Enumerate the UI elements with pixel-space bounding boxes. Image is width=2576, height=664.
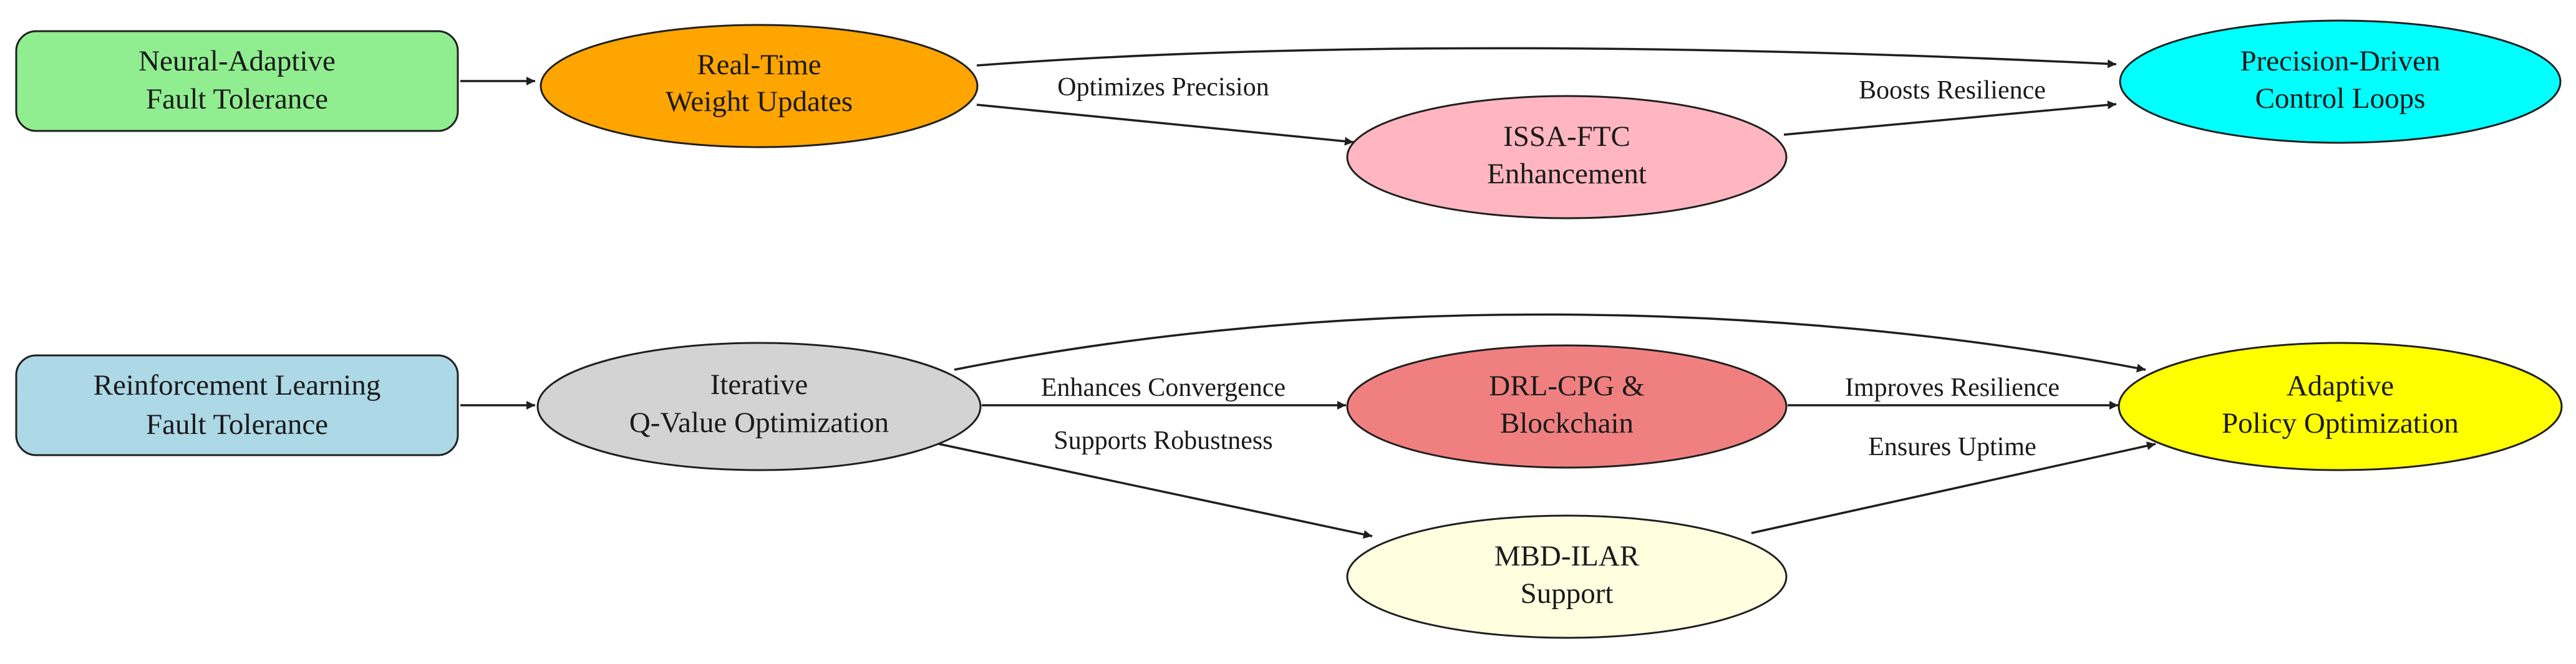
node-real-time-shape <box>540 24 979 148</box>
node-drl-cpg-shape <box>1346 344 1788 469</box>
nodes: Neural-Adaptive Fault Tolerance Real-Tim… <box>15 19 2563 639</box>
node-real-time-line2: Weight Updates <box>666 85 853 118</box>
node-adaptive-policy-shape <box>2118 342 2563 471</box>
node-reinforcement-line2: Fault Tolerance <box>146 408 328 441</box>
edge-mbdilar-to-adaptive <box>1751 441 2156 534</box>
node-drl-cpg[interactable]: DRL-CPG & Blockchain <box>1346 344 1788 469</box>
edge-label-optimizes-precision: Optimizes Precision <box>1057 73 1269 102</box>
node-iterative-line1: Iterative <box>710 368 808 401</box>
edge-iterative-to-mbdilar <box>938 443 1373 539</box>
node-precision-driven-line1: Precision-Driven <box>2240 45 2440 77</box>
node-issa-ftc-line2: Enhancement <box>1487 158 1647 190</box>
node-iterative[interactable]: Iterative Q-Value Optimization <box>536 342 982 471</box>
node-iterative-line2: Q-Value Optimization <box>629 407 889 439</box>
edge-label-supports-robustness: Supports Robustness <box>1053 426 1272 455</box>
node-mbd-ilar-line2: Support <box>1521 577 1614 610</box>
node-iterative-shape <box>536 342 982 471</box>
edges <box>460 47 2156 539</box>
node-drl-cpg-line2: Blockchain <box>1500 407 1634 440</box>
edge-label-improves-resilience: Improves Resilience <box>1845 373 2060 402</box>
node-real-time[interactable]: Real-Time Weight Updates <box>540 24 979 148</box>
edge-label-enhances-convergence: Enhances Convergence <box>1041 373 1286 402</box>
edge-realtime-to-issa <box>976 103 1354 146</box>
node-neural-adaptive-line2: Fault Tolerance <box>146 83 328 115</box>
edge-issa-to-precision <box>1783 100 2117 136</box>
node-neural-adaptive-line1: Neural-Adaptive <box>138 45 336 77</box>
node-reinforcement-shape <box>15 354 459 456</box>
node-adaptive-policy-line2: Policy Optimization <box>2222 407 2459 440</box>
node-precision-driven-line2: Control Loops <box>2255 82 2426 115</box>
node-adaptive-policy[interactable]: Adaptive Policy Optimization <box>2118 342 2563 471</box>
node-issa-ftc[interactable]: ISSA-FTC Enhancement <box>1346 95 1788 219</box>
node-neural-adaptive[interactable]: Neural-Adaptive Fault Tolerance <box>15 30 459 132</box>
edge-realtime-to-precision <box>976 47 2117 69</box>
node-reinforcement[interactable]: Reinforcement Learning Fault Tolerance <box>15 354 459 456</box>
node-adaptive-policy-line1: Adaptive <box>2287 370 2394 402</box>
node-mbd-ilar-line1: MBD-ILAR <box>1494 540 1640 572</box>
node-real-time-line1: Real-Time <box>697 49 821 81</box>
edge-iterative-to-adaptive <box>954 313 2146 373</box>
node-reinforcement-line1: Reinforcement Learning <box>94 369 381 402</box>
node-issa-ftc-shape <box>1346 95 1788 219</box>
node-precision-driven-shape <box>2119 19 2562 144</box>
node-mbd-ilar[interactable]: MBD-ILAR Support <box>1346 514 1788 639</box>
node-precision-driven[interactable]: Precision-Driven Control Loops <box>2119 19 2562 144</box>
edge-labels: Optimizes Precision Boosts Resilience En… <box>1041 73 2060 461</box>
node-issa-ftc-line1: ISSA-FTC <box>1503 120 1630 153</box>
edge-label-boosts-resilience: Boosts Resilience <box>1859 76 2046 105</box>
node-neural-adaptive-shape <box>15 30 459 132</box>
edge-label-ensures-uptime: Ensures Uptime <box>1868 433 2036 461</box>
node-drl-cpg-line1: DRL-CPG & <box>1489 370 1644 402</box>
node-mbd-ilar-shape <box>1346 514 1788 639</box>
